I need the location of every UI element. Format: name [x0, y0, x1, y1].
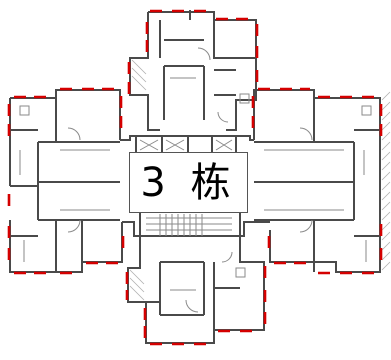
building-label: 3 栋	[140, 159, 237, 206]
building-label-box: 3 栋	[129, 152, 248, 213]
interior-lines	[19, 47, 372, 313]
balcony-hatch	[129, 59, 391, 301]
window-markers	[7, 9, 383, 346]
